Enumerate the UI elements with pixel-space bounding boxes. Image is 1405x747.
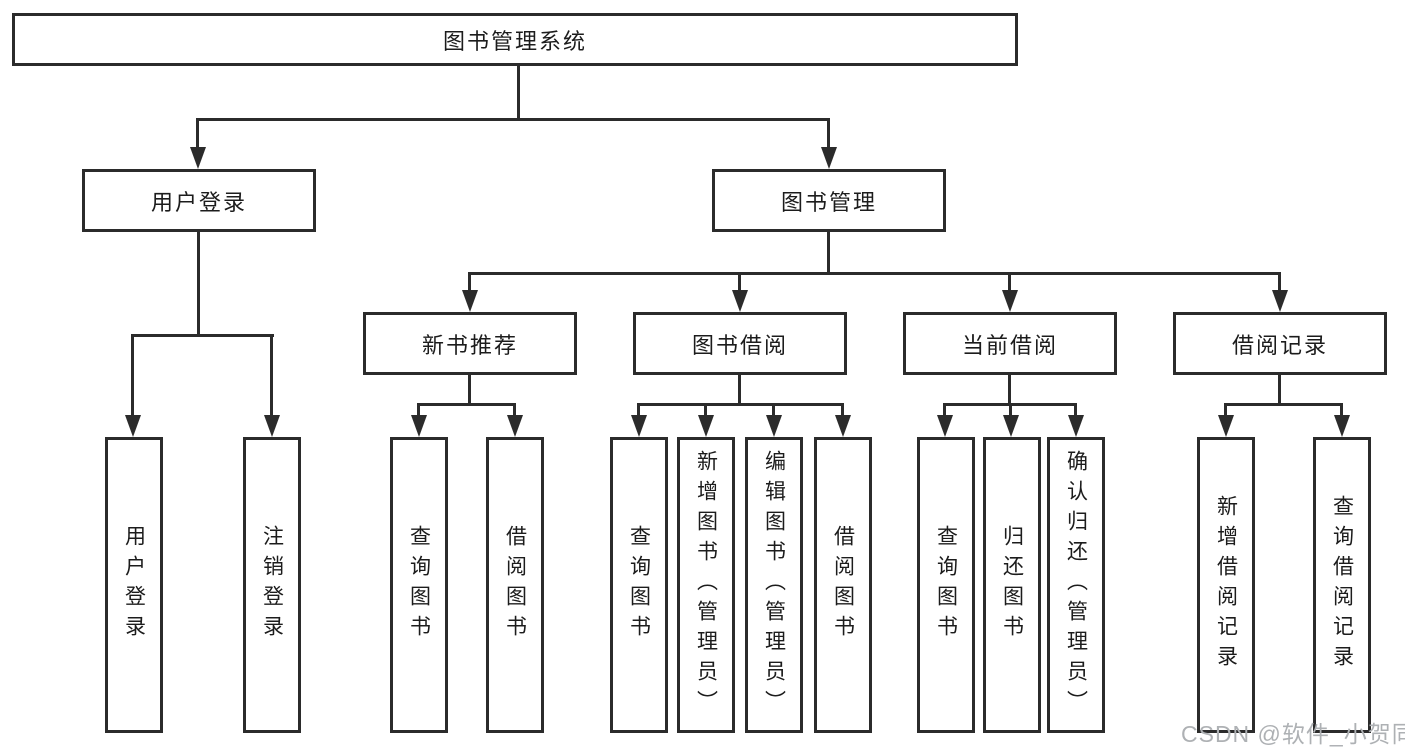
arrowhead-down-icon xyxy=(131,334,134,415)
connector-book-management-branch xyxy=(470,272,1281,275)
connector-new-book-recommend-stem xyxy=(468,374,471,405)
leaf-current-return-books-label: 归还图书 xyxy=(1000,525,1024,645)
leaf-borrow-edit-books-admin-label: 编辑图书（管理员） xyxy=(762,450,786,720)
leaf-borrow-query-books-label: 查询图书 xyxy=(627,525,651,645)
csdn-watermark: CSDN @软件_小贺同学 xyxy=(1181,721,1405,747)
node-book-borrow-label: 图书借阅 xyxy=(691,332,788,358)
leaf-borrow-borrow-books: 借阅图书 xyxy=(814,437,872,733)
leaf-newbook-borrow-books-label: 借阅图书 xyxy=(503,525,527,645)
node-user-login: 用户登录 xyxy=(82,169,316,232)
leaf-current-query-books: 查询图书 xyxy=(917,437,975,733)
node-new-book-recommend: 新书推荐 xyxy=(363,312,577,375)
node-book-management: 图书管理 xyxy=(712,169,946,232)
leaf-borrow-edit-books-admin: 编辑图书（管理员） xyxy=(745,437,803,733)
arrowhead-down-icon xyxy=(270,334,273,415)
connector-book-borrow-branch xyxy=(639,403,844,406)
leaf-borrow-borrow-books-label: 借阅图书 xyxy=(831,525,855,645)
arrowhead-down-icon xyxy=(1224,403,1227,415)
connector-new-book-recommend-branch xyxy=(419,403,516,406)
connector-book-borrow-stem xyxy=(738,374,741,405)
arrowhead-down-icon xyxy=(1074,403,1077,415)
connector-borrow-record-stem xyxy=(1278,374,1281,405)
leaf-record-add-borrow-record-label: 新增借阅记录 xyxy=(1214,495,1238,675)
leaf-current-query-books-label: 查询图书 xyxy=(934,525,958,645)
leaf-newbook-query-books-label: 查询图书 xyxy=(407,525,431,645)
node-book-management-label: 图书管理 xyxy=(780,189,877,215)
node-current-borrow: 当前借阅 xyxy=(903,312,1117,375)
leaf-current-confirm-return-admin: 确认归还（管理员） xyxy=(1047,437,1105,733)
arrowhead-down-icon xyxy=(704,403,707,415)
node-new-book-recommend-label: 新书推荐 xyxy=(421,332,518,358)
node-book-borrow: 图书借阅 xyxy=(633,312,847,375)
leaf-logout: 注销登录 xyxy=(243,437,301,733)
leaf-newbook-borrow-books: 借阅图书 xyxy=(486,437,544,733)
node-borrow-record: 借阅记录 xyxy=(1173,312,1387,375)
leaf-current-confirm-return-admin-label: 确认归还（管理员） xyxy=(1064,450,1088,720)
connector-borrow-record-branch xyxy=(1226,403,1343,406)
leaf-current-return-books: 归还图书 xyxy=(983,437,1041,733)
arrowhead-down-icon xyxy=(1008,272,1011,290)
arrowhead-down-icon xyxy=(468,272,471,290)
leaf-user-login: 用户登录 xyxy=(105,437,163,733)
connector-user-login-branch xyxy=(132,334,274,337)
arrowhead-down-icon xyxy=(196,118,199,147)
arrowhead-down-icon xyxy=(1278,272,1281,290)
leaf-user-login-label: 用户登录 xyxy=(122,525,146,645)
connector-root-stem xyxy=(517,66,520,119)
leaf-newbook-query-books: 查询图书 xyxy=(390,437,448,733)
connector-book-management-stem xyxy=(827,232,830,274)
leaf-record-add-borrow-record: 新增借阅记录 xyxy=(1197,437,1255,733)
leaf-logout-label: 注销登录 xyxy=(260,525,284,645)
arrowhead-down-icon xyxy=(827,118,830,147)
node-root-label: 图书管理系统 xyxy=(442,28,587,54)
node-user-login-label: 用户登录 xyxy=(150,189,247,215)
arrowhead-down-icon xyxy=(841,403,844,415)
arrowhead-down-icon xyxy=(943,403,946,415)
arrowhead-down-icon xyxy=(738,272,741,290)
arrowhead-down-icon xyxy=(637,403,640,415)
arrowhead-down-icon xyxy=(1340,403,1343,415)
node-current-borrow-label: 当前借阅 xyxy=(961,332,1058,358)
leaf-record-query-borrow-record: 查询借阅记录 xyxy=(1313,437,1371,733)
connector-level1-branch xyxy=(197,118,830,121)
leaf-record-query-borrow-record-label: 查询借阅记录 xyxy=(1330,495,1354,675)
node-root: 图书管理系统 xyxy=(12,13,1018,66)
leaf-borrow-add-books-admin-label: 新增图书（管理员） xyxy=(694,450,718,720)
arrowhead-down-icon xyxy=(513,403,516,415)
leaf-borrow-query-books: 查询图书 xyxy=(610,437,668,733)
leaf-borrow-add-books-admin: 新增图书（管理员） xyxy=(677,437,735,733)
node-borrow-record-label: 借阅记录 xyxy=(1231,332,1328,358)
arrowhead-down-icon xyxy=(772,403,775,415)
arrowhead-down-icon xyxy=(417,403,420,415)
connector-user-login-stem xyxy=(197,232,200,336)
arrowhead-down-icon xyxy=(1009,403,1012,415)
connector-current-borrow-stem xyxy=(1008,374,1011,405)
